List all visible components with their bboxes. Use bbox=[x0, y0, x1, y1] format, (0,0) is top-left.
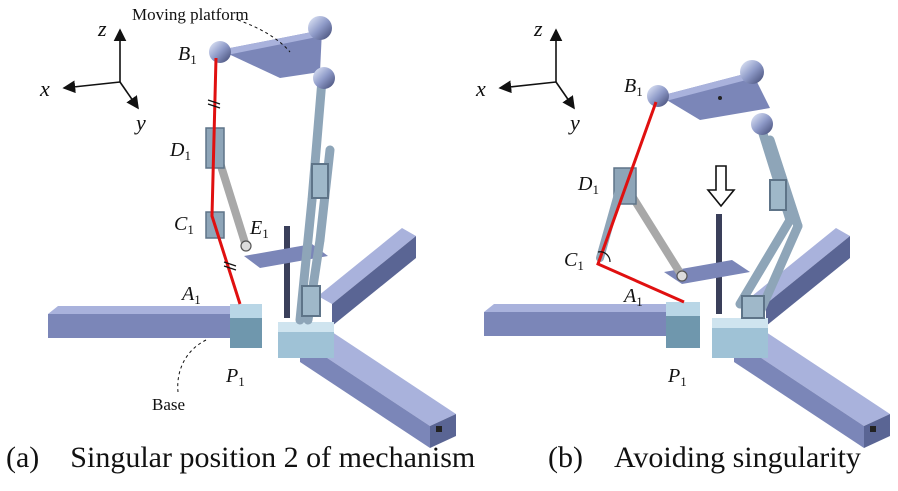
caption-a: (a) Singular position 2 of mechanism bbox=[6, 441, 475, 475]
sliders-a bbox=[230, 304, 334, 358]
caption-a-tag: (a) bbox=[6, 441, 40, 474]
right-leg-joints-b bbox=[741, 179, 787, 319]
axis-y-label: y bbox=[134, 110, 146, 135]
caption-b-tag: (b) bbox=[548, 441, 583, 474]
point-p1-label-b: P1 bbox=[667, 365, 687, 389]
moving-platform-b bbox=[647, 60, 773, 135]
axis-z-label: z bbox=[97, 16, 107, 41]
panel-a: z x y bbox=[39, 5, 456, 448]
point-a1-label-b: A1 bbox=[622, 285, 643, 309]
kinematic-chain-a bbox=[210, 57, 242, 305]
axis-triad-a bbox=[62, 28, 139, 110]
sliders-b bbox=[666, 302, 768, 358]
angle-mark-b bbox=[597, 251, 611, 263]
kinematic-chain-b bbox=[596, 101, 685, 304]
caption-b: (b) Avoiding singularity bbox=[548, 441, 861, 475]
point-b1-label: B1 bbox=[178, 43, 197, 67]
platform-callout-line bbox=[237, 19, 291, 53]
axis-triad-b bbox=[498, 28, 575, 110]
down-arrow-icon bbox=[706, 165, 736, 208]
base-callout-line bbox=[177, 339, 207, 393]
right-legs-a bbox=[295, 75, 335, 325]
point-c1-label-b: C1 bbox=[564, 249, 584, 273]
point-a1-label: A1 bbox=[180, 283, 201, 307]
moving-platform-a bbox=[209, 16, 335, 89]
axis-x-label-b: x bbox=[475, 76, 486, 101]
point-p1-label: P1 bbox=[225, 365, 245, 389]
panel-b: z x y bbox=[475, 16, 890, 448]
caption-b-text: Avoiding singularity bbox=[613, 441, 861, 474]
point-d1-label: D1 bbox=[169, 139, 191, 163]
point-e1-label: E1 bbox=[249, 217, 269, 241]
axis-y-label-b: y bbox=[568, 110, 580, 135]
right-leg-joints-a bbox=[301, 163, 329, 317]
axis-z-label-b: z bbox=[533, 16, 543, 41]
point-d1-label-b: D1 bbox=[577, 173, 599, 197]
break-marks-a bbox=[207, 99, 237, 271]
base-label: Base bbox=[152, 395, 185, 414]
point-c1-label: C1 bbox=[174, 213, 194, 237]
moving-platform-label: Moving platform bbox=[132, 5, 249, 24]
axis-x-label: x bbox=[39, 76, 50, 101]
base-frame-a bbox=[48, 228, 456, 448]
point-b1-label-b: B1 bbox=[624, 75, 643, 99]
caption-a-text: Singular position 2 of mechanism bbox=[70, 441, 476, 474]
